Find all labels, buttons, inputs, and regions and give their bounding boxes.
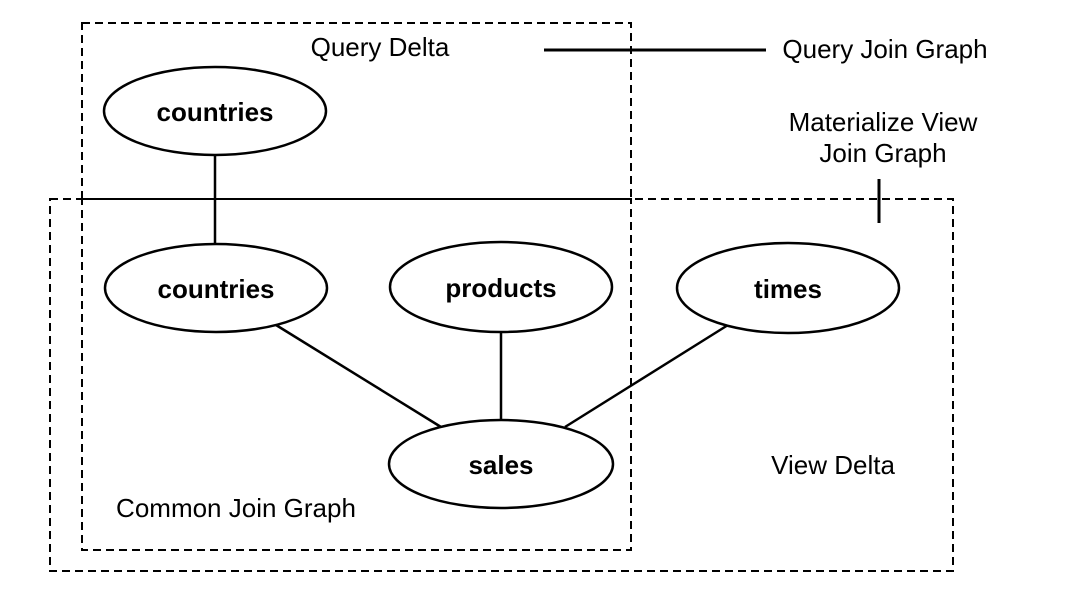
view-delta-label: View Delta	[771, 450, 895, 480]
node-countries-common	[103, 242, 329, 334]
node-countries-common-label: countries	[157, 274, 274, 304]
query-delta-label: Query Delta	[311, 32, 450, 62]
node-sales	[387, 418, 615, 510]
node-products	[388, 240, 614, 334]
node-times	[675, 241, 901, 335]
edge-times-to-sales	[564, 323, 729, 429]
common-join-graph-box	[81, 198, 632, 551]
query-join-graph-label: Query Join Graph	[782, 34, 987, 64]
node-countries-query-label: countries	[156, 97, 273, 127]
node-sales-label: sales	[468, 450, 533, 480]
edge-countries-common-to-sales	[275, 323, 442, 429]
materialize-view-join-graph-label-line1: Materialize View	[789, 107, 978, 137]
node-products-label: products	[445, 273, 556, 303]
materialize-view-join-graph-label-line2: Join Graph	[819, 138, 946, 168]
query-delta-box	[81, 22, 632, 200]
common-join-graph-label: Common Join Graph	[116, 493, 356, 523]
node-countries-query	[102, 65, 328, 157]
node-times-label: times	[754, 274, 822, 304]
